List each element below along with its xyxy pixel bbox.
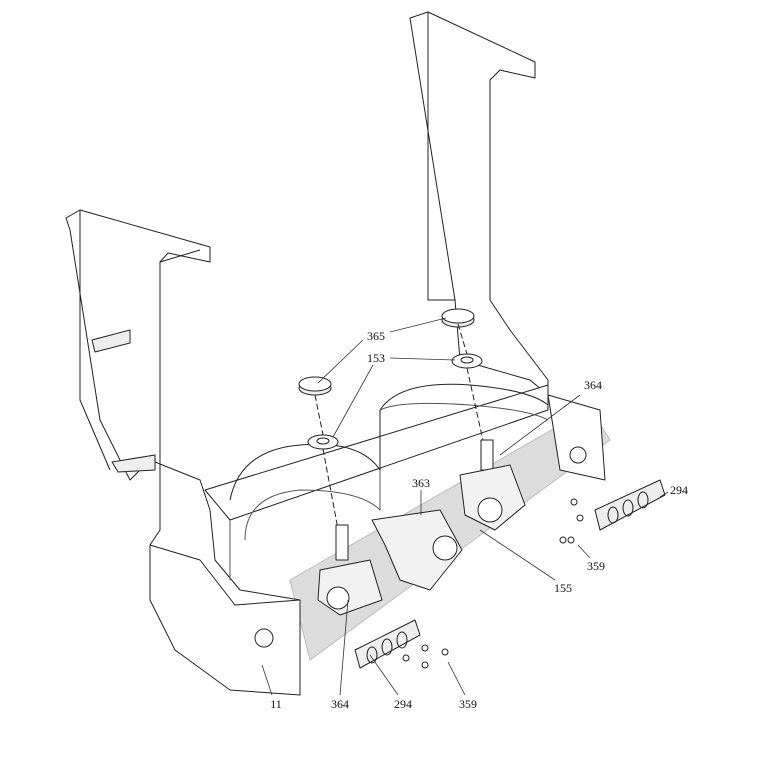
bearing-365-right (441, 308, 475, 328)
callout-359-right: 359 (587, 559, 605, 573)
callout-11: 11 (270, 697, 282, 711)
callout-359-bottom: 359 (459, 697, 477, 711)
gearbox-364-left (317, 524, 383, 616)
callout-153: 153 (367, 351, 385, 365)
deck-plate (204, 383, 549, 580)
callout-365: 365 (367, 329, 385, 343)
gearbox-364-right (459, 439, 526, 531)
callout-294-bottom: 294 (394, 697, 412, 711)
callout-364-bottom: 364 (331, 697, 349, 711)
callout-364-right: 364 (584, 378, 602, 392)
skid-shoe-294-right (594, 479, 666, 531)
left-side-frame (65, 209, 301, 696)
callout-294-right: 294 (670, 483, 688, 497)
callout-363: 363 (412, 476, 430, 490)
seal-153-left (307, 434, 339, 450)
callout-155: 155 (554, 581, 572, 595)
leader-lines (261, 317, 669, 696)
right-side-frame (409, 11, 606, 481)
gearbox-363-center (371, 509, 463, 591)
bearing-365-left (298, 376, 332, 396)
seal-153-right (451, 353, 483, 369)
skid-shoe-294-bottom (354, 619, 421, 669)
bolts-359 (402, 498, 584, 669)
